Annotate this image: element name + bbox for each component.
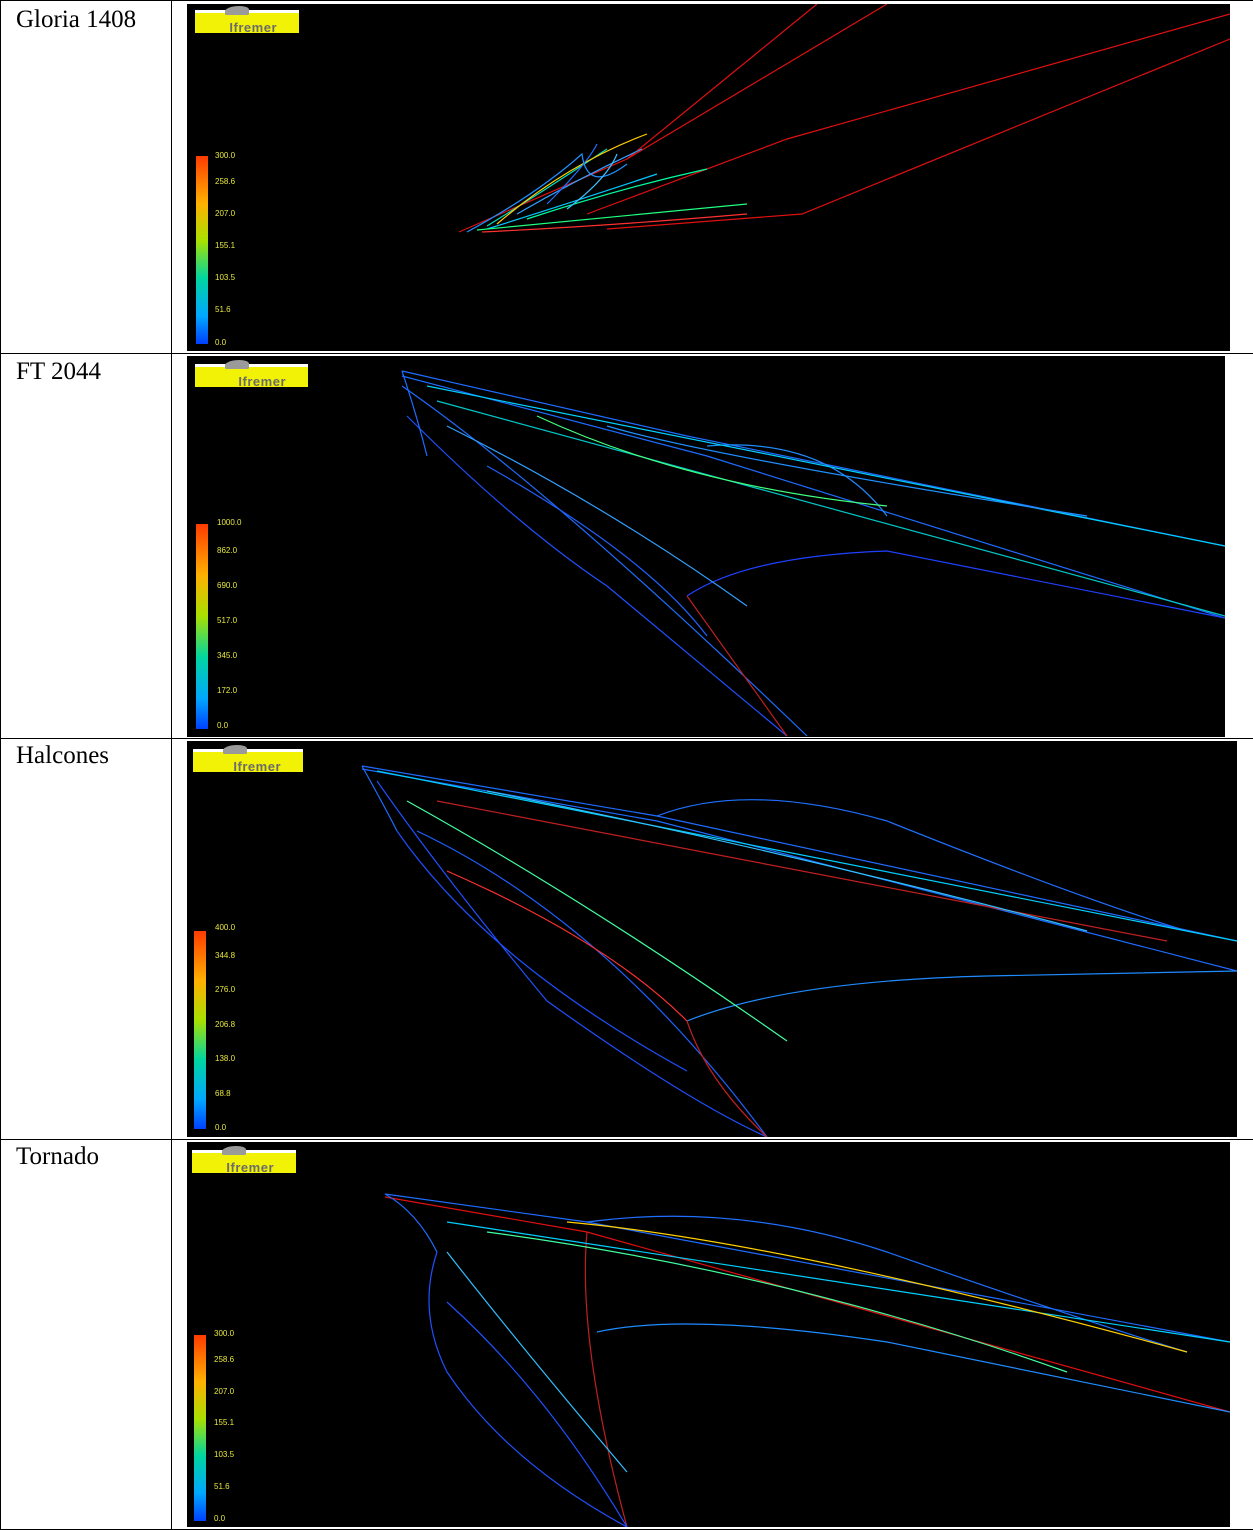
table-border-left — [0, 0, 1, 1530]
scale-tick: 258.6 — [215, 177, 236, 186]
color-scale-bar — [194, 1335, 206, 1521]
ifremer-logo: Ifremer — [195, 360, 308, 389]
scale-tick: 276.0 — [215, 985, 236, 994]
scale-tick: 690.0 — [217, 581, 238, 590]
scale-tick: 1000.0 — [217, 518, 242, 527]
scale-tick: 0.0 — [215, 1123, 227, 1132]
scale-tick: 103.5 — [215, 273, 236, 282]
scale-tick: 344.8 — [215, 951, 236, 960]
table-border-top — [0, 0, 1253, 1]
row-label: Halcones — [16, 742, 110, 769]
table-row-divider — [0, 738, 1253, 739]
trawl-net-drawing — [401, 370, 1225, 737]
scale-tick: 155.1 — [215, 241, 236, 250]
scale-tick: 0.0 — [215, 338, 227, 347]
scale-tick: 400.0 — [215, 923, 236, 932]
scale-tick: 862.0 — [217, 546, 238, 555]
scale-tick: 0.0 — [217, 721, 229, 730]
table-column-divider — [171, 0, 172, 1530]
ifremer-logo: Ifremer — [195, 6, 299, 35]
scale-tick: 138.0 — [215, 1054, 236, 1063]
scale-tick: 103.5 — [214, 1450, 235, 1459]
color-scale-bar — [196, 156, 208, 344]
scale-tick: 51.6 — [215, 305, 231, 314]
scale-tick: 300.0 — [215, 151, 236, 160]
table-row-divider — [0, 1139, 1253, 1140]
scale-tick: 207.0 — [214, 1387, 235, 1396]
scale-tick: 300.0 — [214, 1329, 235, 1338]
scale-tick: 155.1 — [214, 1418, 235, 1427]
ifremer-logo: Ifremer — [192, 1146, 296, 1175]
scale-tick: 207.0 — [215, 209, 236, 218]
trawl-simulation-image: Ifremer 400.0 344.8 276.0 206.8 138.0 68… — [187, 741, 1237, 1137]
trawl-net-drawing — [458, 4, 1230, 233]
ifremer-logo: Ifremer — [193, 745, 303, 774]
row-label: Gloria 1408 — [16, 6, 137, 33]
row-label: FT 2044 — [16, 358, 101, 385]
trawl-simulation-image: Ifremer 300.0 258.6 207.0 155.1 103.5 51… — [187, 1142, 1230, 1527]
row-label: Tornado — [16, 1143, 99, 1170]
scale-tick: 0.0 — [214, 1514, 226, 1523]
trawl-simulation-image: Ifremer 300.0 258.6 207.0 155.1 103.5 51… — [187, 4, 1230, 351]
scale-tick: 517.0 — [217, 616, 238, 625]
trawl-net-drawing — [384, 1193, 1230, 1527]
scale-tick: 258.6 — [214, 1355, 235, 1364]
scale-tick: 345.0 — [217, 651, 238, 660]
color-scale-bar — [194, 931, 206, 1129]
color-scale-bar — [196, 524, 208, 729]
trawl-net-drawing — [361, 765, 1237, 1137]
trawl-simulation-image: Ifremer 1000.0 862.0 690.0 517.0 345.0 1… — [187, 356, 1225, 737]
scale-tick: 68.8 — [215, 1089, 231, 1098]
scale-tick: 172.0 — [217, 686, 238, 695]
table-row-divider — [0, 353, 1253, 354]
scale-tick: 51.6 — [214, 1482, 230, 1491]
scale-tick: 206.8 — [215, 1020, 236, 1029]
